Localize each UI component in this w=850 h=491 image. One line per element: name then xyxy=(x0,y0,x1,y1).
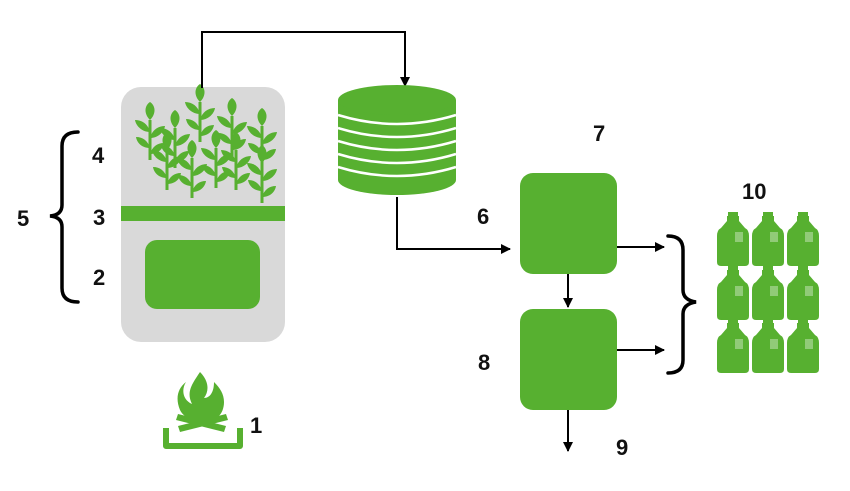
right-brace xyxy=(666,234,697,375)
connector-stack-to-unit-7 xyxy=(396,197,511,254)
process-unit-7 xyxy=(520,173,617,274)
process-unit-8 xyxy=(520,309,617,410)
label-7: 7 xyxy=(593,121,605,146)
label-4: 4 xyxy=(92,143,105,168)
label-3: 3 xyxy=(93,205,105,230)
chamber-base-block xyxy=(145,240,260,309)
connector-chamber-to-stack xyxy=(201,31,410,88)
label-8: 8 xyxy=(478,350,490,375)
label-2: 2 xyxy=(93,265,105,290)
chamber-unit xyxy=(121,82,285,342)
jug-icon xyxy=(717,212,819,373)
label-9: 9 xyxy=(616,435,628,460)
label-1: 1 xyxy=(250,413,262,438)
label-5: 5 xyxy=(17,206,29,231)
label-6: 6 xyxy=(477,204,489,229)
storage-stack-icon xyxy=(337,85,457,195)
label-10: 10 xyxy=(742,179,766,204)
left-brace xyxy=(49,130,80,304)
campfire-icon xyxy=(163,372,243,449)
chamber-divider-layer xyxy=(121,206,285,221)
